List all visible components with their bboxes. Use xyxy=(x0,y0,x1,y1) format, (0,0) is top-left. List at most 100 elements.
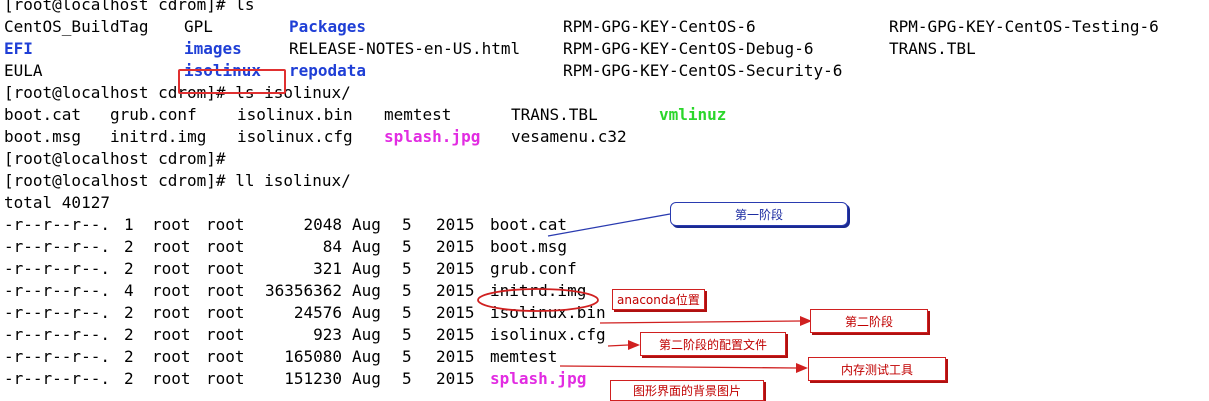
cell-links: 2 xyxy=(124,325,134,344)
cell-size: 151230 xyxy=(284,369,342,388)
arrow-line-stage1 xyxy=(547,213,671,237)
cell-day: 5 xyxy=(402,347,412,366)
cell-user: root xyxy=(152,325,191,344)
file-entry: initrd.img xyxy=(110,127,207,146)
cell-group: root xyxy=(206,237,245,256)
cell-year: 2015 xyxy=(436,347,475,366)
highlight-ellipse xyxy=(477,288,599,312)
callout-text: 第二阶段 xyxy=(844,314,893,329)
cell-day: 5 xyxy=(402,215,412,234)
ls-row-1: CentOS_BuildTag GPL Packages RPM-GPG-KEY… xyxy=(4,16,1159,38)
cell-user: root xyxy=(152,369,191,388)
cell-size: 2048 xyxy=(303,215,342,234)
cell-group: root xyxy=(206,259,245,278)
cell-links: 2 xyxy=(124,259,134,278)
cell-month: Aug xyxy=(352,281,381,300)
prompt-ls: [root@localhost cdrom]# ls xyxy=(4,0,254,16)
cell-year: 2015 xyxy=(436,281,475,300)
table-row: -r--r--r--. 1 root root 2048 Aug 5 2015 boot.cat xyxy=(4,214,567,236)
cell-year: 2015 xyxy=(436,215,475,234)
cell-group: root xyxy=(206,303,245,322)
cell-perm: -r--r--r--. xyxy=(4,215,110,234)
cell-name: memtest xyxy=(490,347,558,366)
executable-entry: vmlinuz xyxy=(659,105,727,124)
cell-perm: -r--r--r--. xyxy=(4,281,110,300)
cell-month: Aug xyxy=(352,237,381,256)
cell-user: root xyxy=(152,259,191,278)
cell-month: Aug xyxy=(352,325,381,344)
cell-links: 1 xyxy=(124,215,134,234)
file-entry: GPL xyxy=(184,17,213,36)
image-entry: splash.jpg xyxy=(384,127,481,146)
file-entry: isolinux.cfg xyxy=(237,127,353,146)
file-entry: grub.conf xyxy=(110,105,197,124)
cell-name: boot.msg xyxy=(490,237,568,256)
cell-size: 165080 xyxy=(284,347,342,366)
arrow-head-stage2 xyxy=(800,316,812,326)
cell-size: 923 xyxy=(313,325,342,344)
directory-entry: repodata xyxy=(289,61,367,80)
total-line: total 40127 xyxy=(4,192,110,214)
cell-name: boot.cat xyxy=(490,215,568,234)
file-entry: RPM-GPG-KEY-CentOS-Security-6 xyxy=(563,61,843,80)
command-text: [root@localhost cdrom]# ll isolinux/ xyxy=(4,171,351,190)
cell-day: 5 xyxy=(402,325,412,344)
cell-year: 2015 xyxy=(436,237,475,256)
arrow-head-config xyxy=(628,340,640,350)
cell-perm: -r--r--r--. xyxy=(4,347,110,366)
cell-year: 2015 xyxy=(436,369,475,388)
cell-perm: -r--r--r--. xyxy=(4,303,110,322)
cell-year: 2015 xyxy=(436,259,475,278)
command-text: [root@localhost cdrom]# ls xyxy=(4,0,255,14)
cell-month: Aug xyxy=(352,259,381,278)
ls-row-2: EFI images RELEASE-NOTES-en-US.html RPM-… xyxy=(4,38,976,60)
cell-group: root xyxy=(206,215,245,234)
prompt-ll-isolinux: [root@localhost cdrom]# ll isolinux/ xyxy=(4,170,351,192)
highlight-box-isolinux xyxy=(178,69,286,94)
cell-links: 2 xyxy=(124,237,134,256)
cell-links: 2 xyxy=(124,303,134,322)
cell-user: root xyxy=(152,215,191,234)
cell-size: 36356362 xyxy=(264,281,342,300)
cell-month: Aug xyxy=(352,215,381,234)
cell-perm: -r--r--r--. xyxy=(4,325,110,344)
cell-group: root xyxy=(206,369,245,388)
directory-entry: EFI xyxy=(4,39,33,58)
file-entry: RPM-GPG-KEY-CentOS-Testing-6 xyxy=(889,17,1159,36)
terminal-output: [root@localhost cdrom]# ls CentOS_BuildT… xyxy=(4,0,1159,390)
cell-user: root xyxy=(152,237,191,256)
callout-text: 图形界面的背景图片 xyxy=(632,384,741,398)
file-entry: RPM-GPG-KEY-CentOS-Debug-6 xyxy=(563,39,814,58)
cell-user: root xyxy=(152,281,191,300)
cell-month: Aug xyxy=(352,369,381,388)
cell-name: isolinux.cfg xyxy=(490,325,606,344)
cell-perm: -r--r--r--. xyxy=(4,369,110,388)
cell-group: root xyxy=(206,347,245,366)
cell-name: grub.conf xyxy=(490,259,577,278)
file-entry: memtest xyxy=(384,105,452,124)
callout-text: 内存测试工具 xyxy=(840,362,913,377)
callout-text: anaconda位置 xyxy=(617,293,700,307)
cell-day: 5 xyxy=(402,237,412,256)
prompt-empty: [root@localhost cdrom]# xyxy=(4,148,226,170)
callout-text: 第一阶段 xyxy=(734,207,783,222)
cell-size: 321 xyxy=(313,259,342,278)
file-entry: EULA xyxy=(4,61,43,80)
file-entry: isolinux.bin xyxy=(237,105,353,124)
cell-perm: -r--r--r--. xyxy=(4,237,110,256)
cell-links: 2 xyxy=(124,347,134,366)
cell-month: Aug xyxy=(352,303,381,322)
callout-stage1: 第一阶段 xyxy=(670,202,848,226)
file-entry: boot.cat xyxy=(4,105,82,124)
file-entry: TRANS.TBL xyxy=(889,39,976,58)
cell-links: 4 xyxy=(124,281,134,300)
total-text: total 40127 xyxy=(4,193,110,212)
callout-splash-bg: 图形界面的背景图片 xyxy=(610,380,764,401)
arrow-line-config xyxy=(607,344,629,347)
ls-iso-row-1: boot.cat grub.conf isolinux.bin memtest … xyxy=(4,104,726,126)
